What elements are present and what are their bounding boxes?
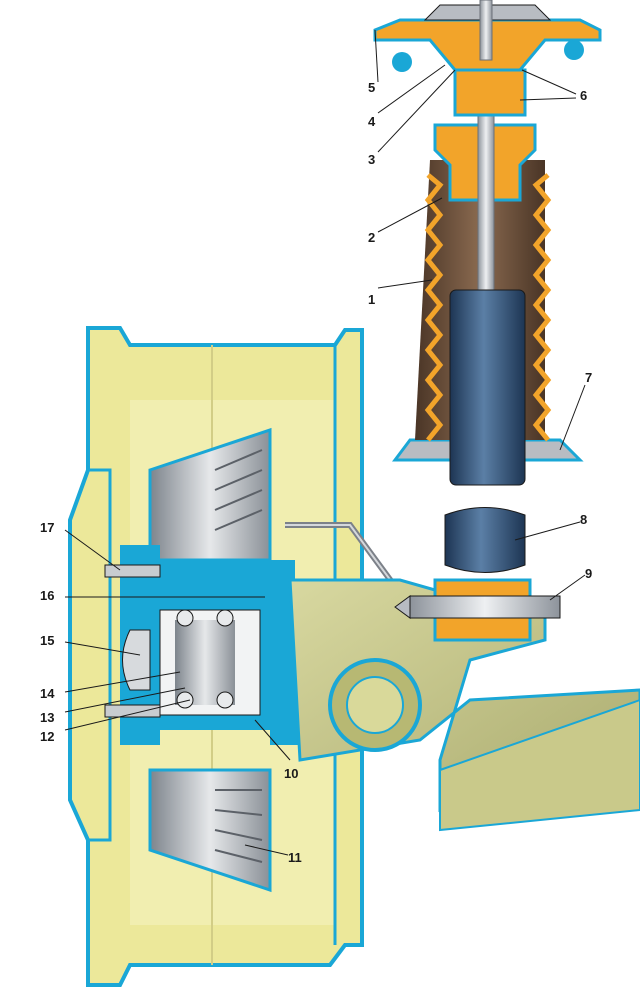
lower-shock-mount [394,578,561,642]
upper-mount [373,0,602,117]
callout-16: 16 [40,588,54,603]
callout-4: 4 [368,114,376,129]
callout-15: 15 [40,633,54,648]
callout-7: 7 [585,370,592,385]
callout-14: 14 [40,686,55,701]
callout-11: 11 [288,850,302,865]
callout-6: 6 [580,88,587,103]
callout-9: 9 [585,566,592,581]
brake-drum [148,427,272,893]
shock-lower-eye [444,507,526,573]
callout-13: 13 [40,710,54,725]
callout-5: 5 [368,80,375,95]
callout-1: 1 [368,292,375,307]
callout-2: 2 [368,230,375,245]
leader-lines [64,29,586,856]
callouts: 1 2 3 4 5 6 7 8 9 10 11 12 13 14 15 16 1… [40,80,592,865]
callout-10: 10 [284,766,298,781]
callout-8: 8 [580,512,587,527]
shock-absorber [392,49,584,486]
callout-17: 17 [40,520,54,535]
shock-cylinder [449,289,526,486]
callout-3: 3 [368,152,375,167]
callout-12: 12 [40,729,54,744]
hub-assembly [104,545,300,745]
